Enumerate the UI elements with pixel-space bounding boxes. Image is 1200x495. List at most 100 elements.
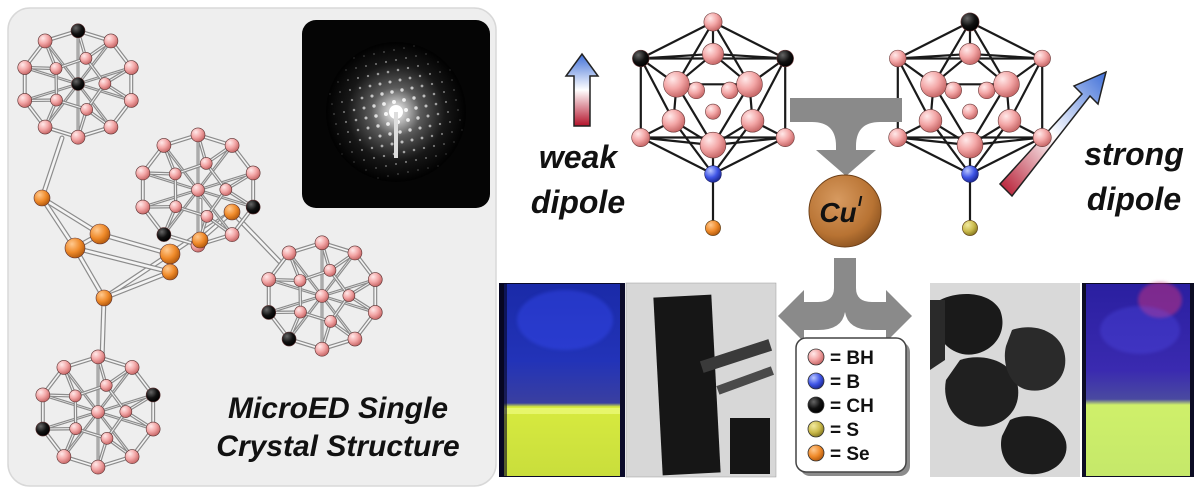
- diffraction-spot: [416, 116, 420, 120]
- diffraction-spot: [437, 61, 439, 63]
- crystal-atom-pink: [103, 119, 119, 135]
- diffraction-spot: [352, 108, 356, 112]
- diffraction-spot: [382, 154, 386, 158]
- diffraction-spot: [383, 51, 385, 53]
- diffraction-spot: [410, 138, 414, 142]
- diffraction-spot: [378, 134, 382, 138]
- diffraction-spot: [420, 136, 424, 140]
- crystal-atom-pink: [56, 360, 72, 375]
- diffraction-spot: [414, 106, 418, 110]
- diffraction-spot: [455, 99, 457, 101]
- crystal-atom-orange: [159, 243, 181, 265]
- diffraction-spot: [353, 161, 355, 163]
- diffraction-spot: [451, 131, 453, 133]
- diffraction-spot: [402, 150, 406, 154]
- atom-pink: [702, 42, 724, 65]
- diffraction-spot: [459, 119, 461, 121]
- crystal-atom-pink: [294, 305, 307, 319]
- diffraction-spot: [408, 76, 412, 80]
- crystal-atom-pink: [17, 60, 33, 75]
- crystal-atom-pink: [80, 103, 93, 116]
- diffraction-spot: [394, 162, 398, 166]
- diffraction-spot: [366, 126, 370, 130]
- diffraction-spot: [384, 112, 388, 116]
- diffraction-spot: [366, 74, 370, 78]
- diffraction-spot: [393, 49, 395, 51]
- diffraction-spot: [435, 155, 437, 157]
- crystal-atom-pink: [98, 77, 112, 90]
- atom-pink: [888, 128, 908, 147]
- diffraction-spot: [432, 144, 436, 148]
- atom-pink: [956, 131, 984, 159]
- atom-pink: [944, 81, 962, 100]
- diffraction-spot: [354, 118, 358, 122]
- diffraction-spot: [439, 71, 441, 73]
- diffraction-spot: [384, 60, 388, 64]
- crystal-atom-pink: [56, 449, 72, 464]
- diffraction-spot: [440, 132, 444, 136]
- diffraction-spot: [415, 55, 417, 57]
- crystal-atom-pink: [191, 183, 205, 197]
- crystal-atom-pink: [224, 138, 240, 153]
- diffraction-spot: [408, 128, 412, 132]
- cluster-bond: [896, 57, 932, 122]
- crystal-atom-pink: [261, 272, 277, 287]
- diffraction-spot: [385, 165, 387, 167]
- diffraction-spot: [403, 47, 405, 49]
- legend-swatch: [807, 444, 825, 462]
- diffraction-spot: [427, 63, 429, 65]
- crystal-atom-pink: [314, 235, 330, 251]
- atom-pink: [1033, 49, 1051, 68]
- crystal-atom-black: [70, 23, 86, 39]
- diffraction-spot: [444, 100, 448, 104]
- atom-chalcogen: [705, 220, 721, 236]
- crystal-atom-pink: [37, 119, 53, 135]
- atom-pink: [687, 81, 705, 100]
- diffraction-spot: [339, 143, 341, 145]
- crystal-atom-pink: [123, 60, 139, 75]
- crystal-atom-orange: [95, 289, 113, 307]
- legend-swatch: [807, 372, 825, 390]
- diffraction-spot: [425, 157, 427, 159]
- cluster-bond: [640, 21, 714, 60]
- crystal-atom-pink: [281, 245, 297, 261]
- atom-pink: [703, 12, 723, 32]
- atom-pink: [661, 109, 686, 133]
- diffraction-spot: [370, 146, 374, 150]
- diffraction-spot: [364, 116, 368, 120]
- diffraction-spot: [436, 112, 440, 116]
- diffraction-spot: [377, 177, 379, 179]
- crystal-atom-pink: [342, 289, 356, 302]
- crystal-atom-orange: [161, 263, 179, 281]
- diffraction-spot: [457, 109, 459, 111]
- diffraction-spot: [445, 153, 447, 155]
- cluster-bond: [897, 136, 971, 175]
- legend-label: = S: [830, 420, 859, 441]
- diffraction-spot: [394, 58, 398, 62]
- diffraction-spot: [347, 79, 349, 81]
- diffraction-spot: [430, 134, 434, 138]
- crystal-atom-pink: [200, 210, 214, 223]
- diffraction-spot: [417, 169, 419, 171]
- diffraction-spot: [333, 113, 335, 115]
- diffraction-spot: [405, 57, 407, 59]
- diffraction-pattern-inset: [302, 20, 490, 208]
- diffraction-spot: [418, 126, 422, 130]
- diffraction-spot: [339, 91, 341, 93]
- crystal-atom-pink: [168, 167, 182, 181]
- diffraction-spot: [446, 110, 450, 114]
- atom-pink: [997, 109, 1022, 133]
- crystal-atom-pink: [145, 421, 161, 437]
- diffraction-spot: [387, 175, 389, 177]
- diffraction-spot: [404, 160, 408, 164]
- atom-legend: = BH= B= CH= S= Se: [795, 337, 910, 476]
- diffraction-spot: [461, 129, 463, 131]
- diffraction-spot: [362, 106, 366, 110]
- diffraction-spot: [434, 102, 438, 106]
- diffraction-spot: [344, 120, 348, 124]
- atom-boron: [704, 165, 722, 183]
- diffraction-spot: [372, 104, 376, 108]
- legend-swatch: [807, 420, 825, 438]
- diffraction-spot: [449, 69, 451, 71]
- crystal-atom-pink: [119, 405, 133, 418]
